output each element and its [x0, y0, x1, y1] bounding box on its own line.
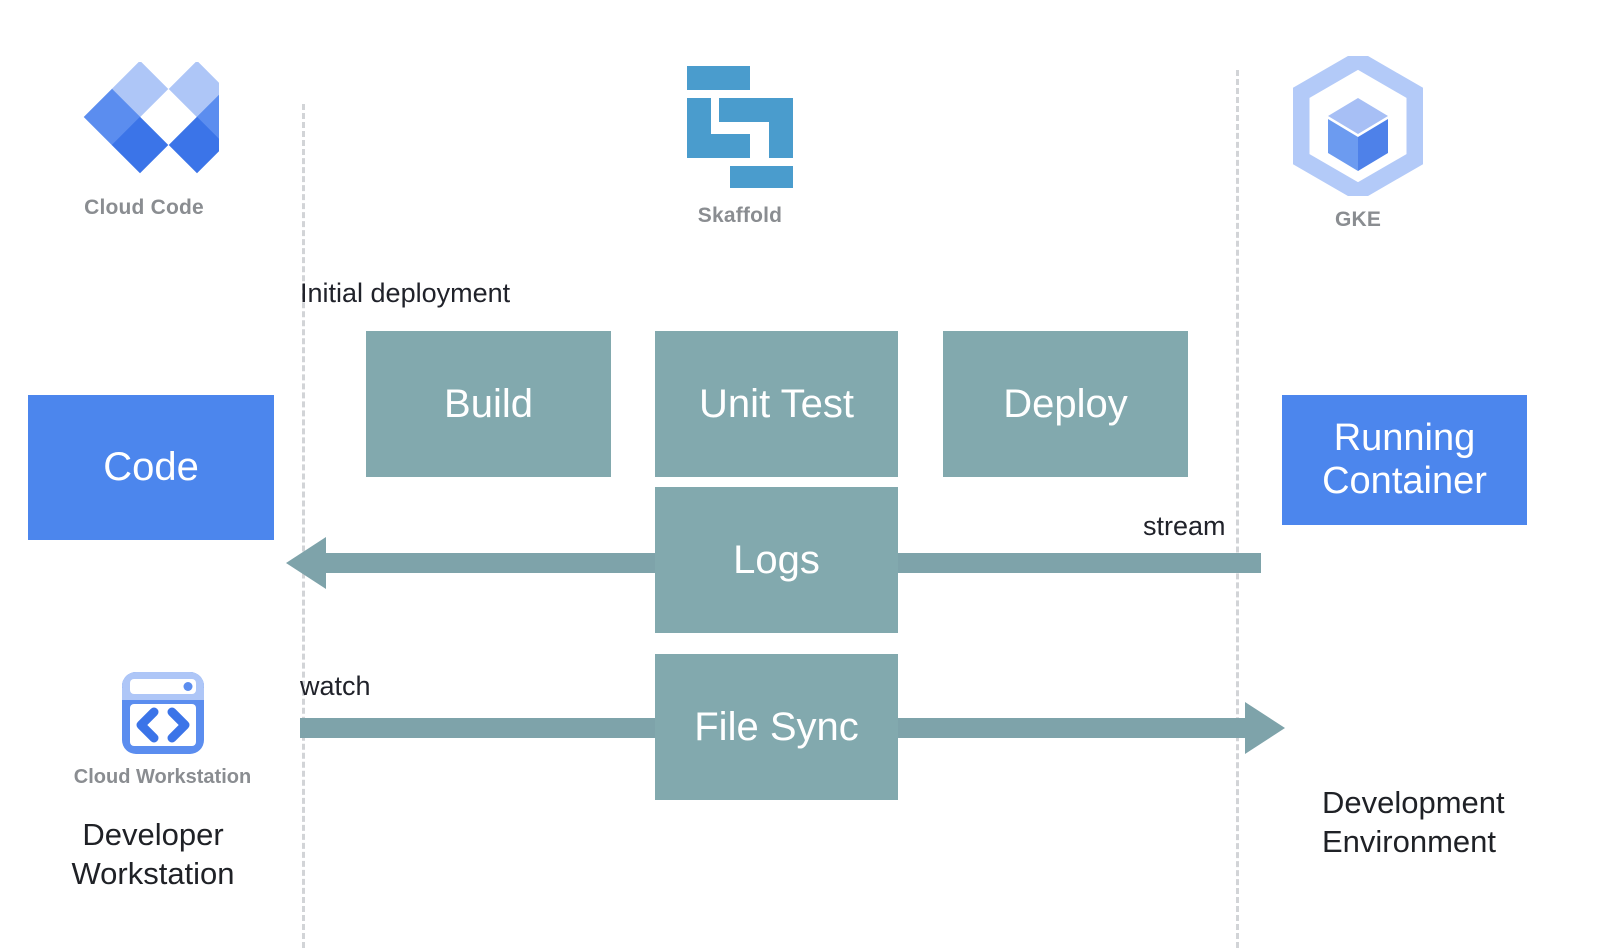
cloud-workstation-code-window-icon [121, 672, 204, 754]
tool-skaffold-label: Skaffold [697, 204, 783, 227]
box-deploy[interactable]: Deploy [943, 331, 1188, 477]
label-initial-deployment: Initial deployment [300, 278, 511, 308]
cloud-workstation-label: Cloud Workstation [73, 766, 252, 788]
boundary-line-right [1236, 70, 1239, 948]
caption-development-environment: Development Environment [1322, 785, 1505, 860]
box-running-container[interactable]: Running Container [1282, 395, 1527, 525]
caption-developer-workstation: Developer Workstation [71, 817, 235, 892]
box-build[interactable]: Build [366, 331, 611, 477]
boundary-line-left [302, 104, 305, 948]
box-logs[interactable]: Logs [655, 487, 898, 633]
box-code[interactable]: Code [28, 395, 274, 540]
tool-gke-label: GKE [1334, 208, 1382, 231]
cloud-workstation-group: Cloud Workstation [60, 668, 265, 789]
box-file-sync[interactable]: File Sync [655, 654, 898, 800]
tool-skaffold: Skaffold [620, 58, 860, 228]
tool-gke: GKE [1238, 56, 1478, 232]
label-stream: stream [1143, 511, 1226, 541]
label-watch: watch [300, 671, 371, 701]
gke-hexagon-cube-icon [1293, 56, 1423, 196]
tool-cloud-code: Cloud Code [24, 62, 264, 220]
tool-cloud-code-label: Cloud Code [84, 196, 204, 219]
box-unit-test[interactable]: Unit Test [655, 331, 898, 477]
cloud-code-diamonds-icon [83, 62, 219, 174]
skaffold-s-icon [687, 66, 793, 188]
